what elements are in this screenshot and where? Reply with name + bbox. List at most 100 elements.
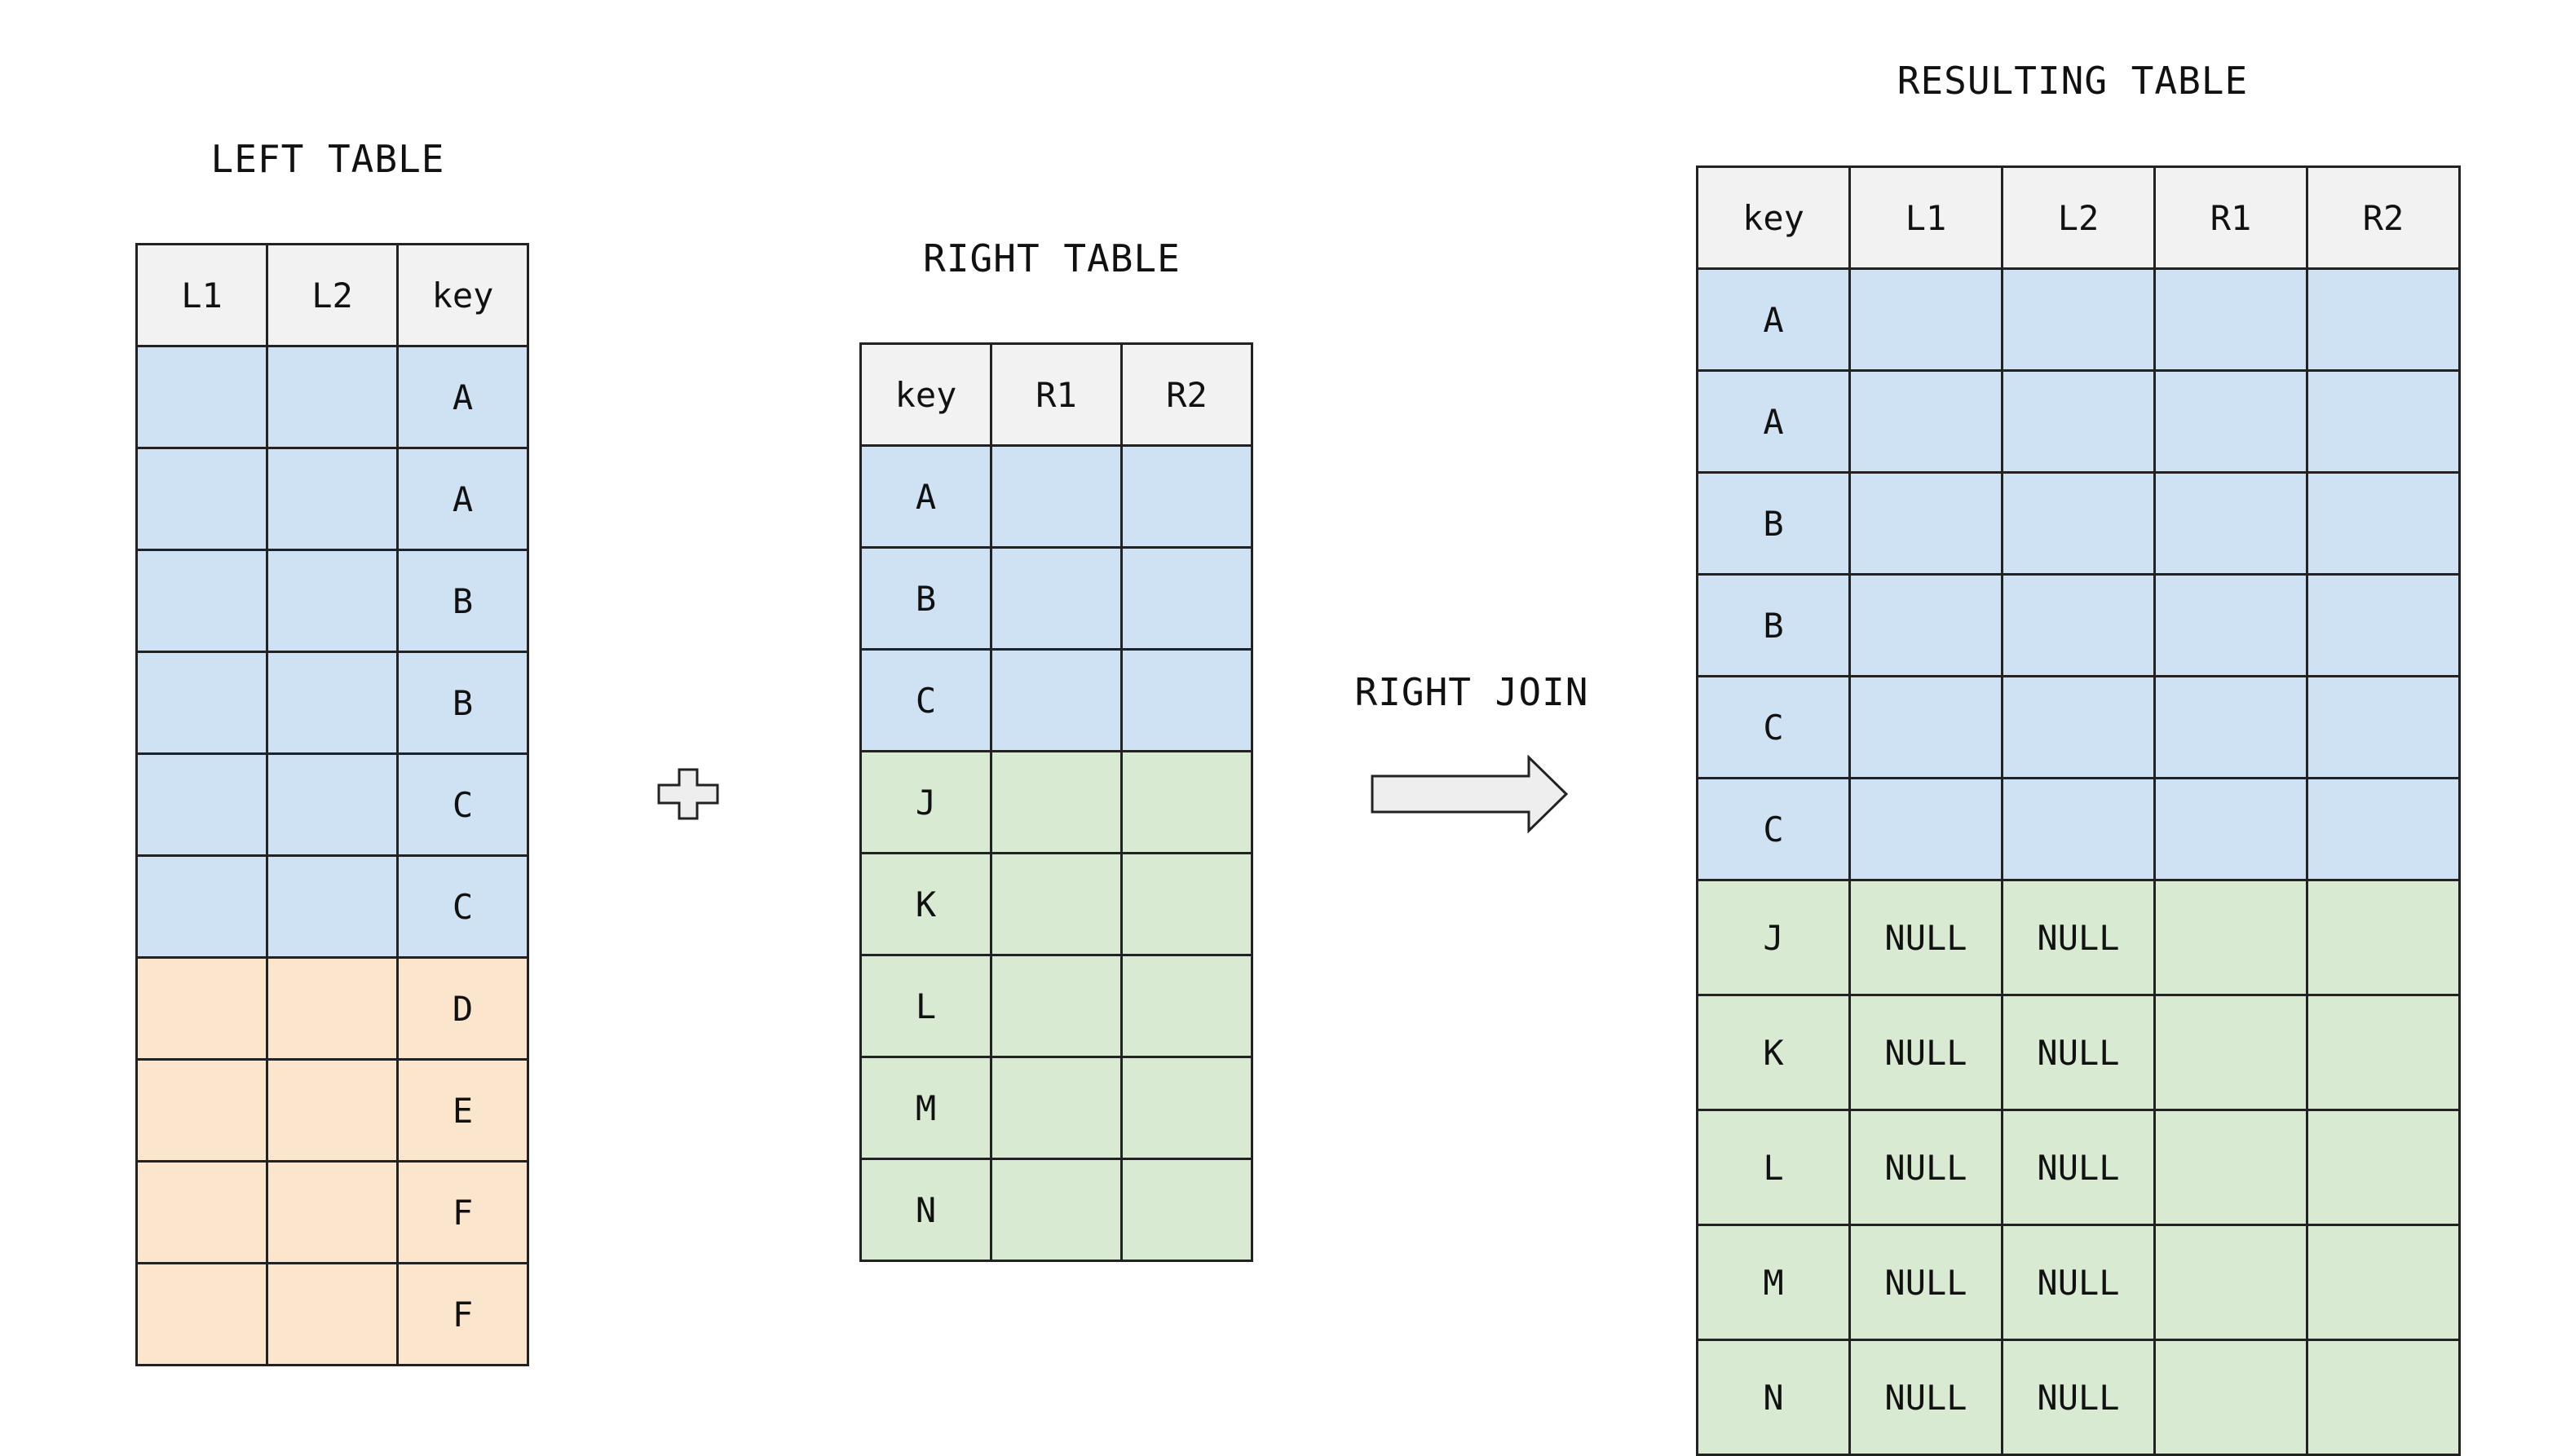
result-table-cell	[2153, 1109, 2308, 1226]
left-table-cell: A	[396, 345, 529, 449]
left-table-cell: A	[396, 447, 529, 551]
left-table-cell: B	[396, 549, 529, 653]
result-table-row: B	[1696, 471, 2461, 576]
result-table-cell	[2001, 573, 2156, 677]
left-table-cell	[266, 549, 399, 653]
left-table-cell	[135, 651, 268, 755]
result-table-cell	[1848, 369, 2003, 474]
right-table-cell	[990, 954, 1123, 1058]
right-table-cell	[990, 444, 1123, 549]
result-table-cell: C	[1696, 675, 1851, 779]
result-table-header-cell: R1	[2153, 165, 2308, 270]
right-table-cell	[1120, 444, 1253, 549]
left-table-cell	[266, 1262, 399, 1366]
left-table-cell	[135, 447, 268, 551]
result-table-cell	[1848, 267, 2003, 372]
result-table-cell	[2001, 369, 2156, 474]
left-table-cell	[135, 549, 268, 653]
left-table-cell	[135, 345, 268, 449]
result-table-cell	[1848, 777, 2003, 881]
left-table-cell: C	[396, 752, 529, 857]
left-table-cell	[266, 345, 399, 449]
right-table-row: M	[859, 1056, 1253, 1160]
result-table-cell	[2153, 573, 2308, 677]
result-table-title: RESULTING TABLE	[1897, 59, 2249, 103]
left-table-cell: E	[396, 1058, 529, 1163]
left-table-cell	[135, 1058, 268, 1163]
left-table-cell	[266, 1160, 399, 1264]
right-table-cell: J	[859, 750, 992, 854]
left-table-cell	[266, 651, 399, 755]
left-table-row: A	[135, 447, 529, 551]
result-table-cell	[2306, 267, 2461, 372]
right-table-cell	[1120, 546, 1253, 651]
right-table-header-cell: R1	[990, 342, 1123, 447]
left-table-row: C	[135, 752, 529, 857]
result-table-cell: B	[1696, 573, 1851, 677]
result-table-row: B	[1696, 573, 2461, 677]
right-table-cell: A	[859, 444, 992, 549]
left-table-cell: F	[396, 1160, 529, 1264]
right-table-cell	[990, 750, 1123, 854]
right-table-cell: B	[859, 546, 992, 651]
right-table-cell	[1120, 852, 1253, 956]
result-table-header-cell: L1	[1848, 165, 2003, 270]
left-table-row: E	[135, 1058, 529, 1163]
result-table-cell: NULL	[2001, 879, 2156, 996]
left-table-cell	[135, 1262, 268, 1366]
result-table-cell	[2306, 1339, 2461, 1456]
result-table-cell: NULL	[1848, 1224, 2003, 1341]
result-table-cell	[2153, 369, 2308, 474]
right-table-row: J	[859, 750, 1253, 854]
left-table-header-cell: L2	[266, 243, 399, 347]
result-table-cell	[2306, 471, 2461, 576]
right-table-cell	[1120, 1056, 1253, 1160]
right-arrow-icon	[1371, 755, 1569, 833]
right-table-row: L	[859, 954, 1253, 1058]
result-table-cell	[2306, 1109, 2461, 1226]
result-table-cell	[2306, 675, 2461, 779]
result-table-cell	[2306, 1224, 2461, 1341]
left-table-cell	[266, 447, 399, 551]
result-table-cell: NULL	[1848, 1109, 2003, 1226]
left-table-row: B	[135, 651, 529, 755]
result-table-row: C	[1696, 675, 2461, 779]
result-table-cell	[2306, 369, 2461, 474]
right-table-cell: C	[859, 648, 992, 752]
result-table-cell: NULL	[1848, 994, 2003, 1111]
left-table-row: C	[135, 854, 529, 959]
result-table-cell: A	[1696, 369, 1851, 474]
right-table-cell: N	[859, 1158, 992, 1262]
right-table-cell	[1120, 954, 1253, 1058]
right-table-title: RIGHT TABLE	[923, 236, 1181, 280]
right-table-cell	[1120, 750, 1253, 854]
result-table-cell	[2153, 1224, 2308, 1341]
result-table-cell	[2306, 573, 2461, 677]
left-table-cell	[266, 854, 399, 959]
left-table-row: F	[135, 1160, 529, 1264]
result-table-cell	[2153, 471, 2308, 576]
left-table-cell	[135, 1160, 268, 1264]
plus-icon	[657, 768, 719, 820]
result-table-cell	[2001, 675, 2156, 779]
right-table-cell	[990, 1056, 1123, 1160]
result-table-cell	[1848, 573, 2003, 677]
result-table-cell	[2001, 471, 2156, 576]
left-table-cell: D	[396, 956, 529, 1061]
result-table-cell: C	[1696, 777, 1851, 881]
right-table-row: A	[859, 444, 1253, 549]
result-table-cell: J	[1696, 879, 1851, 996]
result-table-header-cell: R2	[2306, 165, 2461, 270]
result-table-row: A	[1696, 267, 2461, 372]
left-table-cell	[135, 854, 268, 959]
result-table-cell	[2001, 267, 2156, 372]
right-table-cell: K	[859, 852, 992, 956]
